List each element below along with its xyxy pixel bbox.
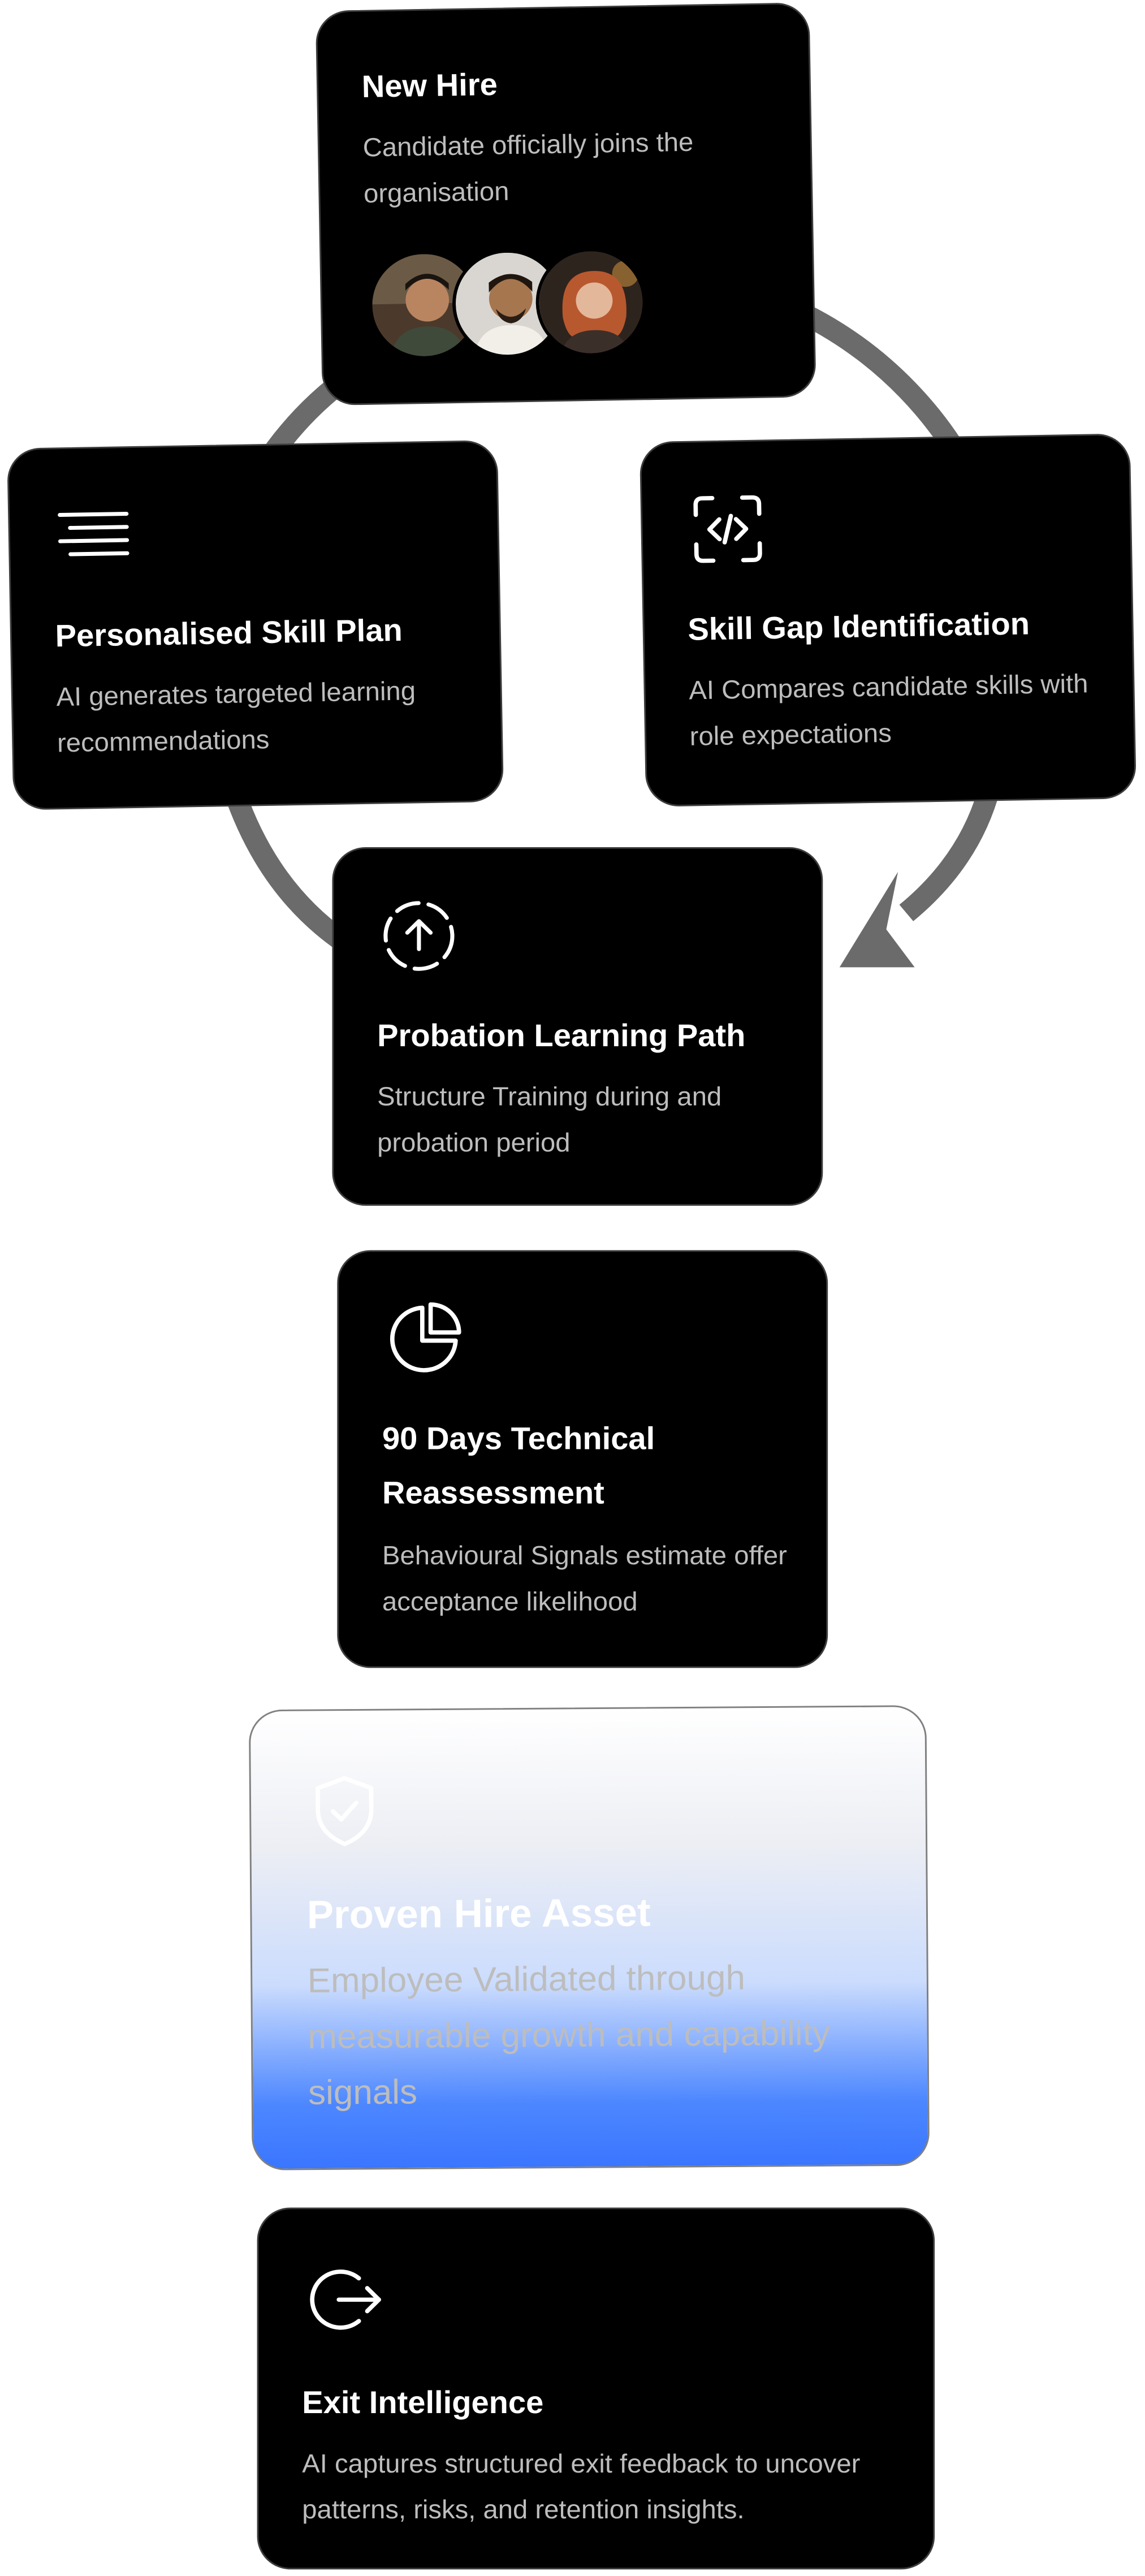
- proven-description: Employee Validated through measurable gr…: [307, 1960, 831, 2113]
- new-hire-description: Candidate officially joins the organisat…: [362, 129, 694, 209]
- skill-gap-description: AI Compares candidate skills with role e…: [688, 671, 1088, 752]
- avatar-group: [368, 247, 654, 361]
- card-exit-intelligence[interactable]: Exit Intelligence AI captures structured…: [257, 2207, 935, 2570]
- skill-gap-title: Skill Gap Identification: [687, 607, 1030, 649]
- pie-chart-icon: [386, 1298, 466, 1385]
- avatar: [451, 248, 564, 359]
- code-scan-icon: [689, 491, 767, 576]
- exit-title: Exit Intelligence: [302, 2387, 544, 2422]
- exit-description: AI captures structured exit feedback to …: [302, 2450, 861, 2525]
- card-personalised-skill-plan[interactable]: Personalised Skill Plan AI generates tar…: [7, 439, 504, 810]
- shield-check-icon: [311, 1773, 378, 1857]
- card-proven-hire-asset[interactable]: Proven Hire Asset Employee Validated thr…: [248, 1705, 930, 2171]
- skill-plan-description: AI generates targeted learning recommend…: [56, 678, 416, 759]
- card-90-days-reassessment[interactable]: 90 Days Technical Reassessment Behaviour…: [337, 1250, 828, 1668]
- lines-icon: [53, 504, 135, 579]
- cycle-arrow-head: [839, 871, 915, 968]
- cycle-arc-bottom-left: [223, 786, 349, 950]
- probation-title: Probation Learning Path: [377, 1020, 746, 1055]
- card-new-hire[interactable]: New Hire Candidate officially joins the …: [315, 2, 816, 406]
- proven-title: Proven Hire Asset: [306, 1891, 651, 1938]
- card-skill-gap-identification[interactable]: Skill Gap Identification AI Compares can…: [639, 433, 1137, 807]
- card-probation-learning-path[interactable]: Probation Learning Path Structure Traini…: [332, 847, 823, 1206]
- reassessment-title: 90 Days Technical Reassessment: [382, 1423, 655, 1512]
- avatar: [368, 249, 481, 361]
- avatar: [535, 247, 647, 358]
- reassessment-description: Behavioural Signals estimate offer accep…: [382, 1543, 787, 1617]
- probation-description: Structure Training during and probation …: [377, 1084, 722, 1158]
- skill-plan-title: Personalised Skill Plan: [55, 614, 403, 655]
- logout-icon: [309, 2262, 386, 2345]
- new-hire-title: New Hire: [361, 68, 498, 106]
- upload-circle-icon: [381, 898, 457, 982]
